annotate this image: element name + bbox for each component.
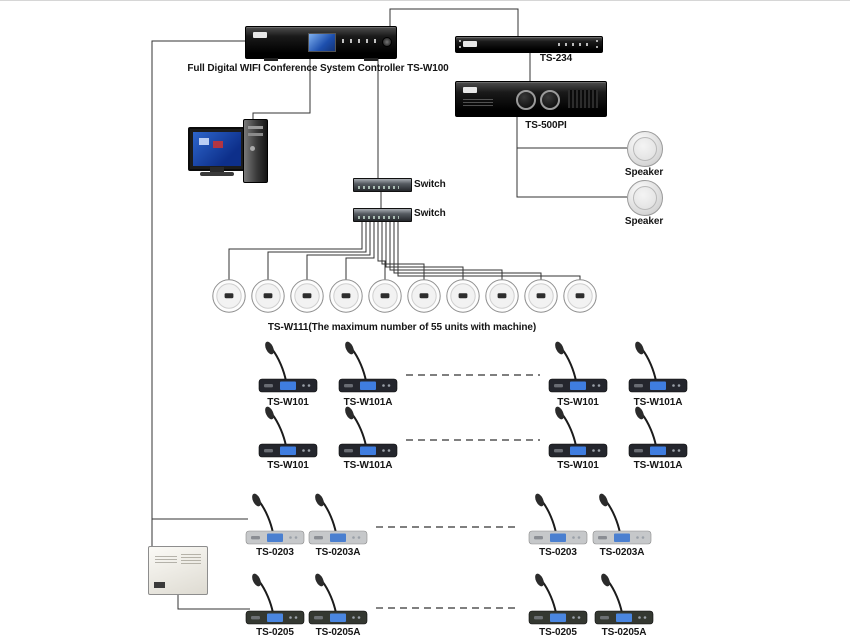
pc-monitor <box>188 127 246 171</box>
mic-label: TS-0205 <box>539 627 577 638</box>
ts500pi-label: TS-500PI <box>525 120 567 131</box>
speaker-bottom-label: Speaker <box>624 216 664 227</box>
wifi-unit <box>328 278 364 314</box>
wifi-unit <box>445 278 481 314</box>
conference-mic-unit <box>253 341 323 393</box>
pc-tower <box>243 119 268 183</box>
ceiling-speaker-top <box>627 131 663 167</box>
amp-grill <box>568 90 598 108</box>
mic-label: TS-0203 <box>256 547 294 558</box>
speaker-top-label: Speaker <box>624 167 664 178</box>
ts234-label: TS-234 <box>539 53 573 64</box>
conference-mic-unit <box>240 493 310 545</box>
conference-mic-unit <box>543 341 613 393</box>
brand-logo <box>463 87 477 93</box>
mic-label: TS-W101 <box>267 397 309 408</box>
amp-knob-left <box>516 90 536 110</box>
amp-knob-right <box>540 90 560 110</box>
switch-top-label: Switch <box>414 179 446 190</box>
wifi-unit <box>406 278 442 314</box>
controller-ts-w100 <box>245 26 397 61</box>
conference-mic-unit <box>587 493 657 545</box>
conference-mic-unit <box>303 493 373 545</box>
amp-text-lines <box>463 98 493 106</box>
rack-ts234 <box>455 36 603 53</box>
mic-label: TS-0203 <box>539 547 577 558</box>
conference-mic-unit <box>623 406 693 458</box>
wifi-unit <box>367 278 403 314</box>
wifi-unit <box>211 278 247 314</box>
wifi-unit <box>484 278 520 314</box>
mic-label: TS-W101 <box>267 460 309 471</box>
wifi-unit <box>562 278 598 314</box>
controller-buttons <box>342 39 382 43</box>
mic-label: TS-0203A <box>599 547 645 558</box>
mic-label: TS-W101A <box>343 460 393 471</box>
mic-label: TS-W101A <box>633 397 683 408</box>
conference-mic-unit <box>333 406 403 458</box>
switch-bottom-label: Switch <box>414 208 446 219</box>
wifi-unit <box>250 278 286 314</box>
conference-mic-unit <box>589 573 659 625</box>
mic-label: TS-W101 <box>557 460 599 471</box>
controller-knob <box>382 37 392 47</box>
mic-label: TS-0205A <box>315 627 361 638</box>
brand-logo <box>463 41 477 47</box>
mic-label: TS-W101A <box>343 397 393 408</box>
wifi-unit <box>289 278 325 314</box>
conference-mic-unit <box>253 406 323 458</box>
conference-mic-unit <box>333 341 403 393</box>
amplifier-ts500pi <box>455 81 607 117</box>
tsw111-caption: TS-W111(The maximum number of 55 units w… <box>267 322 537 333</box>
mic-label: TS-0203A <box>315 547 361 558</box>
psu-vents <box>181 553 201 564</box>
conference-mic-unit <box>623 341 693 393</box>
power-supply-box <box>148 546 208 595</box>
psu-label-area <box>155 554 177 563</box>
wifi-unit <box>523 278 559 314</box>
monitor-stand-neck <box>210 167 224 172</box>
mic-label: TS-W101 <box>557 397 599 408</box>
brand-logo <box>253 32 267 38</box>
conference-mic-unit <box>303 573 373 625</box>
conference-mic-unit <box>523 573 593 625</box>
monitor-stand-base <box>200 172 234 176</box>
mic-label: TS-0205 <box>256 627 294 638</box>
mic-label: TS-0205A <box>601 627 647 638</box>
pc-screen <box>193 132 241 166</box>
ceiling-speaker-bottom <box>627 180 663 216</box>
ts234-indicators <box>558 43 592 46</box>
conference-mic-unit <box>543 406 613 458</box>
controller-screen <box>308 33 336 52</box>
network-switch-top <box>353 178 412 192</box>
network-switch-bottom <box>353 208 412 222</box>
psu-port <box>154 582 165 588</box>
controller-label: Full Digital WIFI Conference System Cont… <box>187 63 449 74</box>
conference-mic-unit <box>240 573 310 625</box>
conference-mic-unit <box>523 493 593 545</box>
mic-label: TS-W101A <box>633 460 683 471</box>
